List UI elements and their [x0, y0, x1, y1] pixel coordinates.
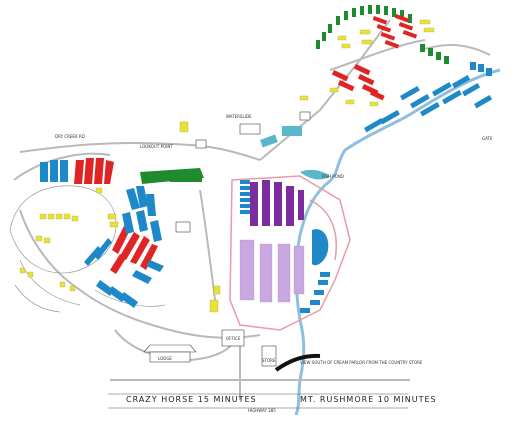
- park-boundary: [229, 175, 351, 331]
- lavender-sites: [239, 239, 305, 303]
- roads: [13, 19, 491, 400]
- yellow-sites: [19, 19, 435, 313]
- label-gate: GATE: [482, 136, 493, 141]
- red-sites-north: [331, 14, 418, 101]
- label-rushmore: MT. RUSHMORE 10 MINUTES: [300, 395, 437, 404]
- teal-sites: [260, 126, 330, 180]
- purple-sites: [250, 180, 304, 226]
- label-lookout: LOOKOUT POINT: [140, 144, 173, 149]
- label-highway: HIGHWAY 385: [248, 408, 276, 413]
- blue-sites-southeast: [300, 229, 330, 313]
- red-sites-west: [74, 158, 158, 274]
- parlor-arrow: [274, 353, 321, 372]
- label-parlor-note: VIEW SOUTH OF CREAM PARLOR FROM THE COUN…: [300, 360, 423, 365]
- label-crazy-horse: CRAZY HORSE 15 MINUTES: [126, 395, 257, 404]
- green-sites-mid: [140, 168, 204, 184]
- blue-sites-west: [40, 160, 250, 308]
- label-fish-pond: FISH POND: [322, 174, 344, 179]
- label-office: OFFICE: [226, 336, 241, 341]
- label-dry-creek: DRY CREEK RD: [55, 134, 85, 139]
- label-lodge: LODGE: [158, 356, 172, 361]
- label-waterslide: WATERSLIDE: [226, 114, 252, 119]
- green-sites-north: [316, 5, 449, 64]
- buildings: [143, 111, 311, 367]
- highway-band: [108, 393, 408, 409]
- blue-sites-northeast: [364, 62, 493, 133]
- label-store: STORE: [262, 358, 276, 363]
